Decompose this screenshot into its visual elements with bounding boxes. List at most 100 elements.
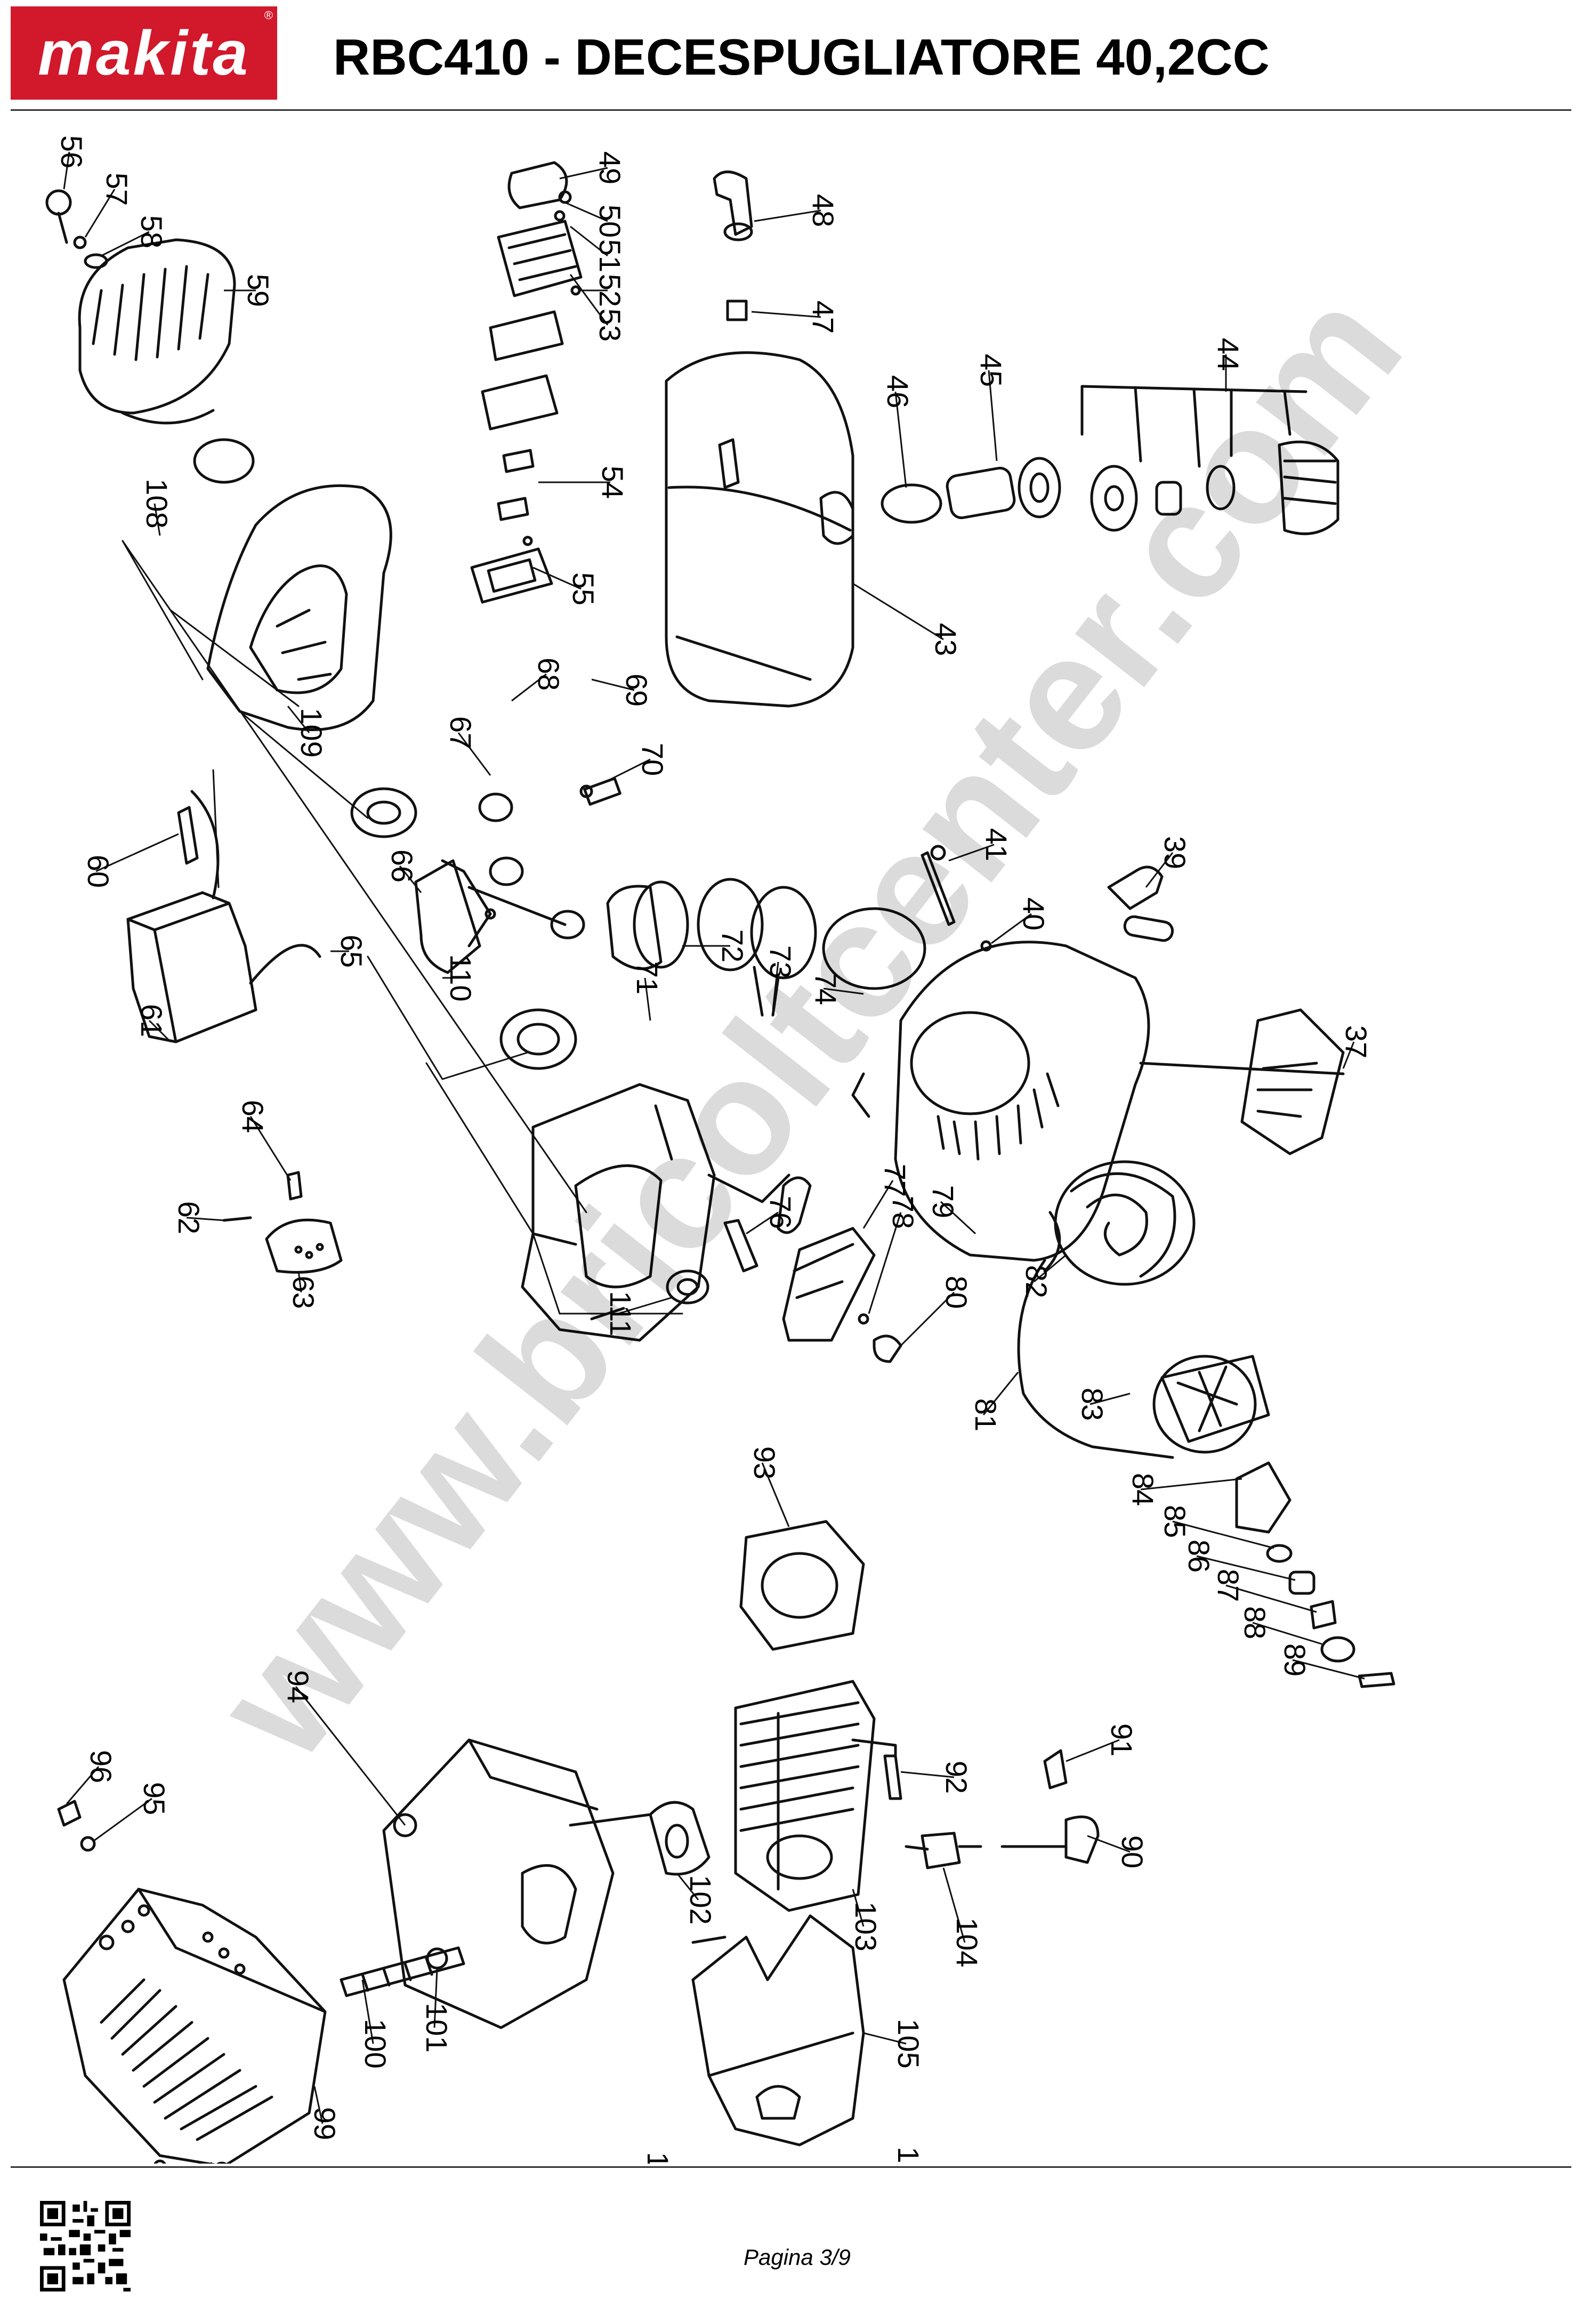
part-number-label: 85 — [1158, 1505, 1192, 1538]
leader-line-100 — [361, 1979, 374, 2044]
part-number-label: 102 — [684, 1875, 717, 1924]
part-number-label: 79 — [926, 1185, 960, 1218]
leader-line-57 — [84, 189, 116, 238]
part-number-label: 111 — [604, 1291, 637, 1336]
leader-line-102 — [676, 1873, 699, 1900]
cylinder-shroud — [691, 1712, 865, 2192]
part-number-label: 54 — [596, 466, 629, 499]
leader-line-37 — [1342, 1041, 1355, 1069]
crankcase-right — [499, 1008, 716, 1342]
leader-line-94 — [295, 1686, 406, 1826]
leader-line-105 — [863, 2032, 907, 2045]
part-number-label: 88 — [1238, 1606, 1272, 1639]
part-number-label: 59 — [241, 274, 275, 307]
crankcase-left — [193, 438, 392, 731]
part-number-label: 82 — [1020, 1265, 1053, 1298]
leader-line-47 — [751, 311, 821, 318]
part-number-label: 71 — [631, 961, 664, 994]
leader-line-40 — [991, 913, 1032, 944]
part-number-label: 62 — [172, 1201, 206, 1234]
part-number-label: 55 — [567, 572, 600, 605]
part-number-label: 46 — [881, 375, 915, 408]
assembly-lines — [122, 540, 683, 1315]
leader-line-51 — [570, 225, 608, 257]
part-number-label: 47 — [806, 301, 840, 334]
header-divider — [11, 109, 1571, 111]
fuel-tank-assembly — [665, 171, 1339, 708]
part-number-label: 65 — [335, 935, 368, 968]
page-number: Pagina 3/9 — [744, 2245, 851, 2270]
leader-line-87 — [1225, 1584, 1317, 1613]
intake-parts — [470, 161, 583, 604]
part-number-label: 106 — [892, 2147, 925, 2164]
leader-line-41 — [948, 844, 995, 862]
part-number-label: 39 — [1158, 836, 1192, 869]
part-number-label: 76 — [764, 1196, 797, 1229]
part-number-label: 103 — [849, 1901, 883, 1951]
cylinder-assembly — [569, 1520, 1100, 1912]
leader-line-88 — [1252, 1622, 1322, 1645]
part-number-label: 80 — [940, 1276, 973, 1309]
part-number-label: 37 — [1339, 1025, 1373, 1058]
muffler — [340, 1738, 615, 2029]
leader-line-58 — [101, 231, 150, 257]
part-number-label: 49 — [593, 151, 627, 184]
leader-line-99 — [313, 2086, 324, 2124]
part-number-label: 108 — [140, 479, 174, 528]
makita-logo: makita ® — [11, 6, 277, 100]
leader-line-95 — [93, 1797, 152, 1842]
part-number-label: 57 — [100, 173, 134, 206]
part-number-label: 93 — [748, 1446, 781, 1479]
leader-line-83 — [1089, 1392, 1131, 1405]
leader-line-60 — [95, 833, 179, 872]
page-header: makita ® RBC410 - DECESPUGLIATORE 40,2CC — [0, 0, 1582, 113]
leader-line-64 — [249, 1116, 292, 1181]
part-number-label: 45 — [974, 354, 1008, 387]
leader-line-74 — [823, 987, 864, 995]
leader-line-62 — [186, 1217, 224, 1221]
part-number-label: 69 — [620, 674, 653, 707]
leader-line-71 — [644, 977, 651, 1021]
part-number-label: 51 — [593, 239, 627, 272]
leader-line-85 — [1172, 1520, 1274, 1549]
part-number-label: 89 — [1278, 1643, 1312, 1677]
brand-logo-text: makita — [38, 18, 250, 88]
leader-line-76 — [746, 1211, 779, 1235]
part-number-label: 66 — [385, 849, 419, 882]
part-number-label: 52 — [593, 274, 627, 307]
part-number-label: 78 — [886, 1196, 920, 1229]
part-number-label: 90 — [1116, 1835, 1149, 1868]
part-number-label: 92 — [940, 1761, 973, 1794]
piston-and-rings — [606, 878, 817, 1017]
part-number-label: 56 — [55, 135, 88, 168]
leader-line-69 — [591, 678, 635, 691]
leader-line-93 — [761, 1462, 790, 1527]
leader-line-108 — [154, 503, 161, 536]
leader-line-81 — [982, 1372, 1019, 1415]
part-number-label: 84 — [1126, 1473, 1160, 1506]
leader-line-103 — [852, 1889, 865, 1927]
part-number-label: 63 — [287, 1276, 320, 1309]
recoil-starter-assembly — [1017, 1160, 1395, 1688]
leader-line-77 — [862, 1180, 894, 1229]
part-number-label: 53 — [593, 309, 627, 342]
crankshaft-assembly — [350, 777, 622, 974]
leader-line-82 — [1034, 1254, 1067, 1283]
part-number-label: 91 — [1105, 1723, 1139, 1756]
part-number-label: 48 — [806, 194, 840, 227]
part-number-label: 81 — [969, 1398, 1003, 1431]
part-number-label: 67 — [444, 716, 478, 749]
part-number-label: 95 — [138, 1782, 171, 1815]
leader-line-70 — [607, 758, 651, 782]
leader-line-79 — [940, 1201, 976, 1235]
flywheel-assembly — [45, 189, 236, 425]
part-number-label: 86 — [1182, 1540, 1216, 1573]
leader-line-50 — [564, 201, 608, 222]
leader-line-53 — [569, 274, 609, 326]
leader-line-96 — [66, 1766, 100, 1804]
part-number-label: 105 — [892, 2019, 925, 2068]
leader-line-46 — [894, 391, 907, 488]
intake-manifold — [707, 1173, 902, 1363]
document-title: RBC410 - DECESPUGLIATORE 40,2CC — [333, 29, 1270, 86]
